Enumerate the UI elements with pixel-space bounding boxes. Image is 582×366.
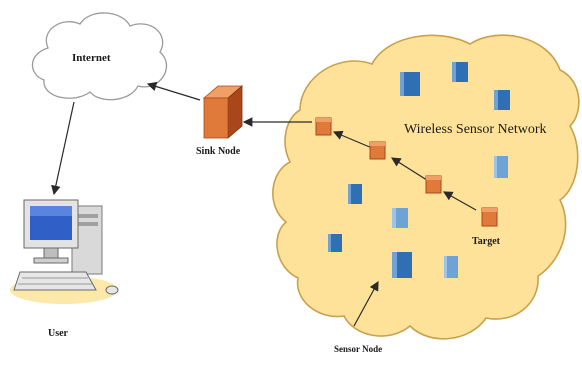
internet-label: Internet xyxy=(72,52,111,64)
internet-to-user-arrow xyxy=(51,101,75,196)
internet-cloud xyxy=(31,12,167,101)
target-to-node-arrow xyxy=(442,191,477,211)
target-label: Target xyxy=(472,236,500,247)
sensor-node-pointer-arrow xyxy=(353,280,379,327)
sink-to-internet-arrow xyxy=(146,81,201,101)
sensor-node xyxy=(494,156,508,178)
links xyxy=(51,81,477,327)
sensor-node xyxy=(392,208,408,228)
user-label: User xyxy=(48,328,68,339)
sensor-node xyxy=(328,234,342,252)
sensor-node xyxy=(494,90,510,110)
sink-node-label: Sink Node xyxy=(196,146,241,157)
computer-icon xyxy=(10,199,119,304)
sensor-node xyxy=(392,252,412,278)
sink-node-icon xyxy=(202,85,244,139)
target-node xyxy=(481,207,498,227)
sensor-node xyxy=(348,184,362,204)
relay-nodes xyxy=(315,117,498,227)
sensor-nodes xyxy=(328,62,510,278)
sensor-node xyxy=(400,72,420,96)
sensor-node xyxy=(444,256,458,278)
sensor-node xyxy=(452,62,468,82)
sensor-node-label: Sensor Node xyxy=(334,344,383,354)
relay-node-2 xyxy=(369,141,386,160)
wsn-label: Wireless Sensor Network xyxy=(404,122,547,137)
hop-arrow-2 xyxy=(332,130,373,149)
hop-arrow-1 xyxy=(390,157,431,183)
relay-node-3 xyxy=(425,175,442,194)
relay-node-1 xyxy=(315,117,332,136)
